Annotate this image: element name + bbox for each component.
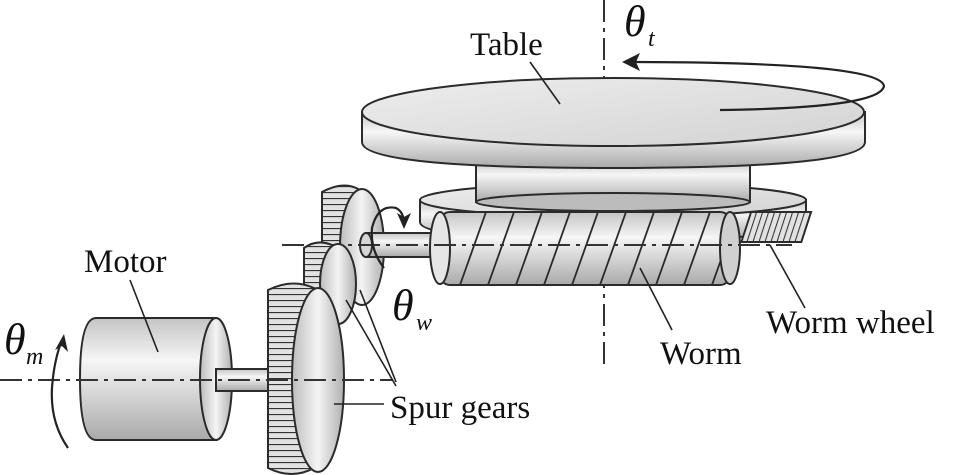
theta-w-symbol: θ w (392, 281, 432, 336)
svg-text:m: m (26, 344, 43, 370)
motor (78, 317, 233, 441)
svg-text:t: t (648, 26, 656, 52)
worm (429, 211, 741, 286)
worm-wheel-leader (769, 244, 806, 309)
svg-text:θ: θ (392, 281, 414, 330)
svg-text:θ: θ (624, 0, 646, 46)
motor-leader (129, 279, 159, 353)
motor-label: Motor (84, 244, 167, 280)
motor-rotation-arrow (50, 334, 69, 449)
table-rotation-arrow (622, 53, 886, 112)
svg-text:w: w (416, 310, 432, 336)
spur-gears-label: Spur gears (390, 390, 530, 426)
worm-rotation-arrow (370, 206, 411, 269)
worm-label: Worm (660, 336, 742, 372)
svg-text:θ: θ (4, 315, 26, 364)
theta-t-symbol: θ t (624, 0, 656, 52)
worm-wheel-label: Worm wheel (766, 305, 935, 341)
spur-gears-leader-middle (345, 299, 397, 387)
spur-gear-lower (267, 282, 345, 475)
table-hub (475, 159, 751, 212)
table (361, 77, 866, 170)
spur-gears-leader-upper (359, 289, 397, 383)
table-label: Table (470, 27, 543, 63)
table-leader (529, 61, 561, 105)
theta-m-symbol: θ m (4, 315, 43, 370)
worm-leader (639, 267, 673, 331)
